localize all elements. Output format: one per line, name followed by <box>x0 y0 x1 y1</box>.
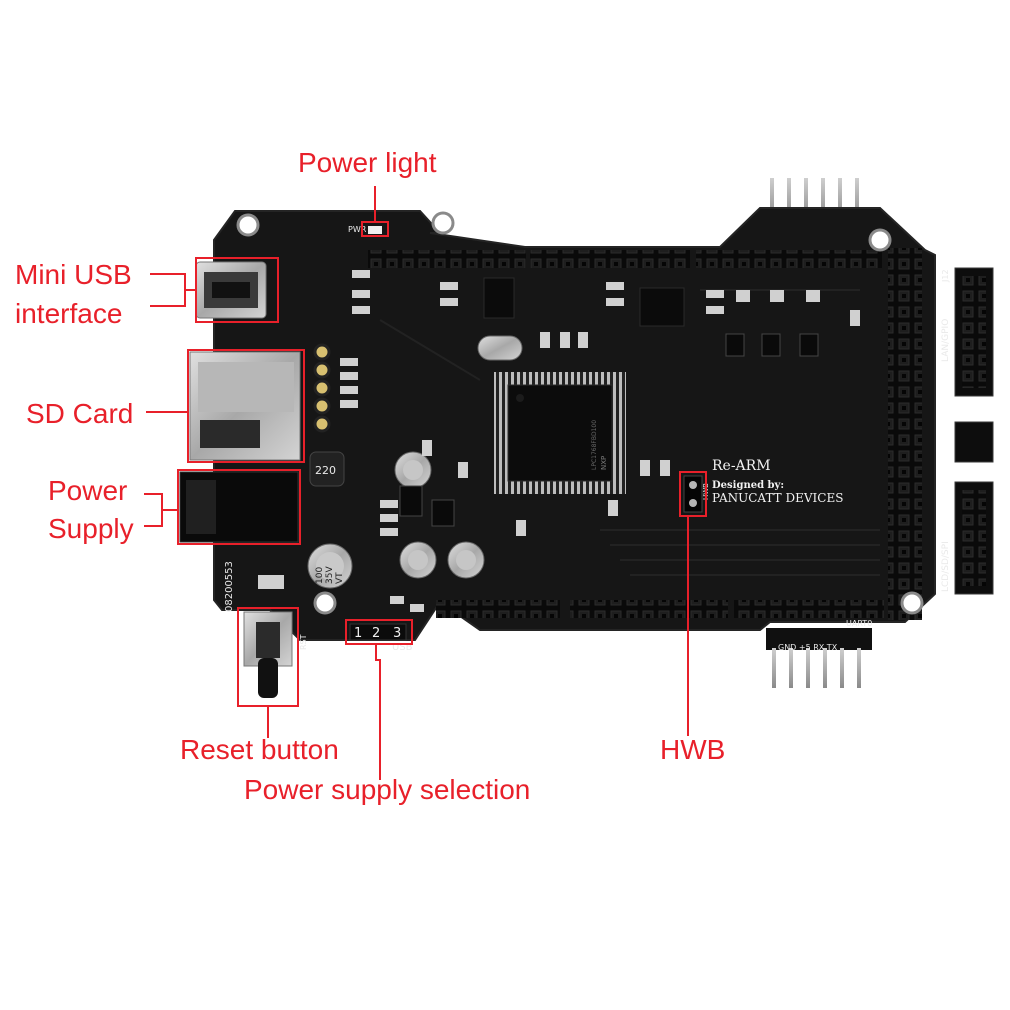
silk-inductor-value: 220 <box>315 464 336 477</box>
header-bottom-3 <box>734 600 884 618</box>
mini-usb-bracket <box>150 273 186 307</box>
silk-cap-value-2: 35V <box>325 566 335 584</box>
label-power-supply-line2: Supply <box>48 513 134 544</box>
crystal <box>477 335 523 361</box>
power-supply-box <box>177 469 301 545</box>
chip-marking-code: LPC1768FBD100 <box>591 420 598 470</box>
hwb-jumper <box>683 475 703 513</box>
power-supply-bracket <box>144 493 163 527</box>
silk-designed-by: Designed by: <box>712 480 784 491</box>
header-right-double <box>888 248 922 620</box>
label-mini-usb-line1: Mini USB <box>15 259 132 290</box>
label-power-supply-line1: Power <box>48 475 128 506</box>
silk-usb: USB <box>392 642 413 653</box>
sd-card-slot <box>189 351 301 461</box>
label-mini-usb-line2: interface <box>15 298 123 329</box>
annotation-marks <box>144 186 707 780</box>
label-sd-card: SD Card <box>26 398 134 429</box>
small-ic <box>483 277 515 319</box>
reset-button-part <box>243 611 293 698</box>
silk-pwr: PWR <box>348 225 367 234</box>
silk-rst: RST <box>299 634 308 650</box>
inductor <box>309 451 345 487</box>
transistors <box>399 333 819 527</box>
silk-maker: PANUCATT DEVICES <box>712 491 843 505</box>
chip-marking-brand: NXP <box>600 456 608 470</box>
header-bottom-1 <box>436 600 560 618</box>
label-power-light: Power light <box>298 147 437 178</box>
power-barrel-jack <box>179 471 299 543</box>
header-top-1 <box>368 250 526 268</box>
power-led <box>368 226 382 234</box>
silk-j12: J12 <box>941 269 950 283</box>
power-select-leader <box>375 644 381 780</box>
label-power-supply-selection: Power supply selection <box>244 774 531 805</box>
silk-serial: 08200553 <box>224 561 235 612</box>
hwb-box <box>679 471 707 517</box>
label-reset-button: Reset button <box>180 734 339 765</box>
mounting-holes <box>236 211 924 615</box>
small-connector <box>954 421 994 463</box>
power-selector-jumper <box>349 623 407 641</box>
sd-pin-holes <box>313 343 331 433</box>
silk-selector-2: 2 <box>372 626 380 641</box>
silk-lcd-sd-spi: LCD/SD/SPI <box>941 541 951 592</box>
header-top-2 <box>530 250 690 268</box>
silk-cap-value-1: 100 <box>315 567 325 584</box>
sd-card-box <box>187 349 305 463</box>
silk-cap-value-3: VT <box>335 572 345 584</box>
silk-uart-pins: GND +5 RX TX <box>778 643 838 652</box>
header-top-3 <box>696 250 882 268</box>
label-hwb: HWB <box>660 734 726 765</box>
bottom-pin-header <box>766 628 872 688</box>
mcu-chip <box>494 372 626 494</box>
silk-selector-1: 1 <box>354 626 362 641</box>
silk-lan-gpio: LAN/GPIO <box>941 319 951 362</box>
silk-uart0: UART0 <box>846 619 872 628</box>
silk-selector-3: 3 <box>393 626 401 641</box>
silk-board-name: Re-ARM <box>712 458 771 474</box>
mini-usb-port <box>195 261 267 319</box>
power-select-box <box>345 619 413 645</box>
smd-components <box>258 270 860 612</box>
header-bottom-2 <box>570 600 728 618</box>
